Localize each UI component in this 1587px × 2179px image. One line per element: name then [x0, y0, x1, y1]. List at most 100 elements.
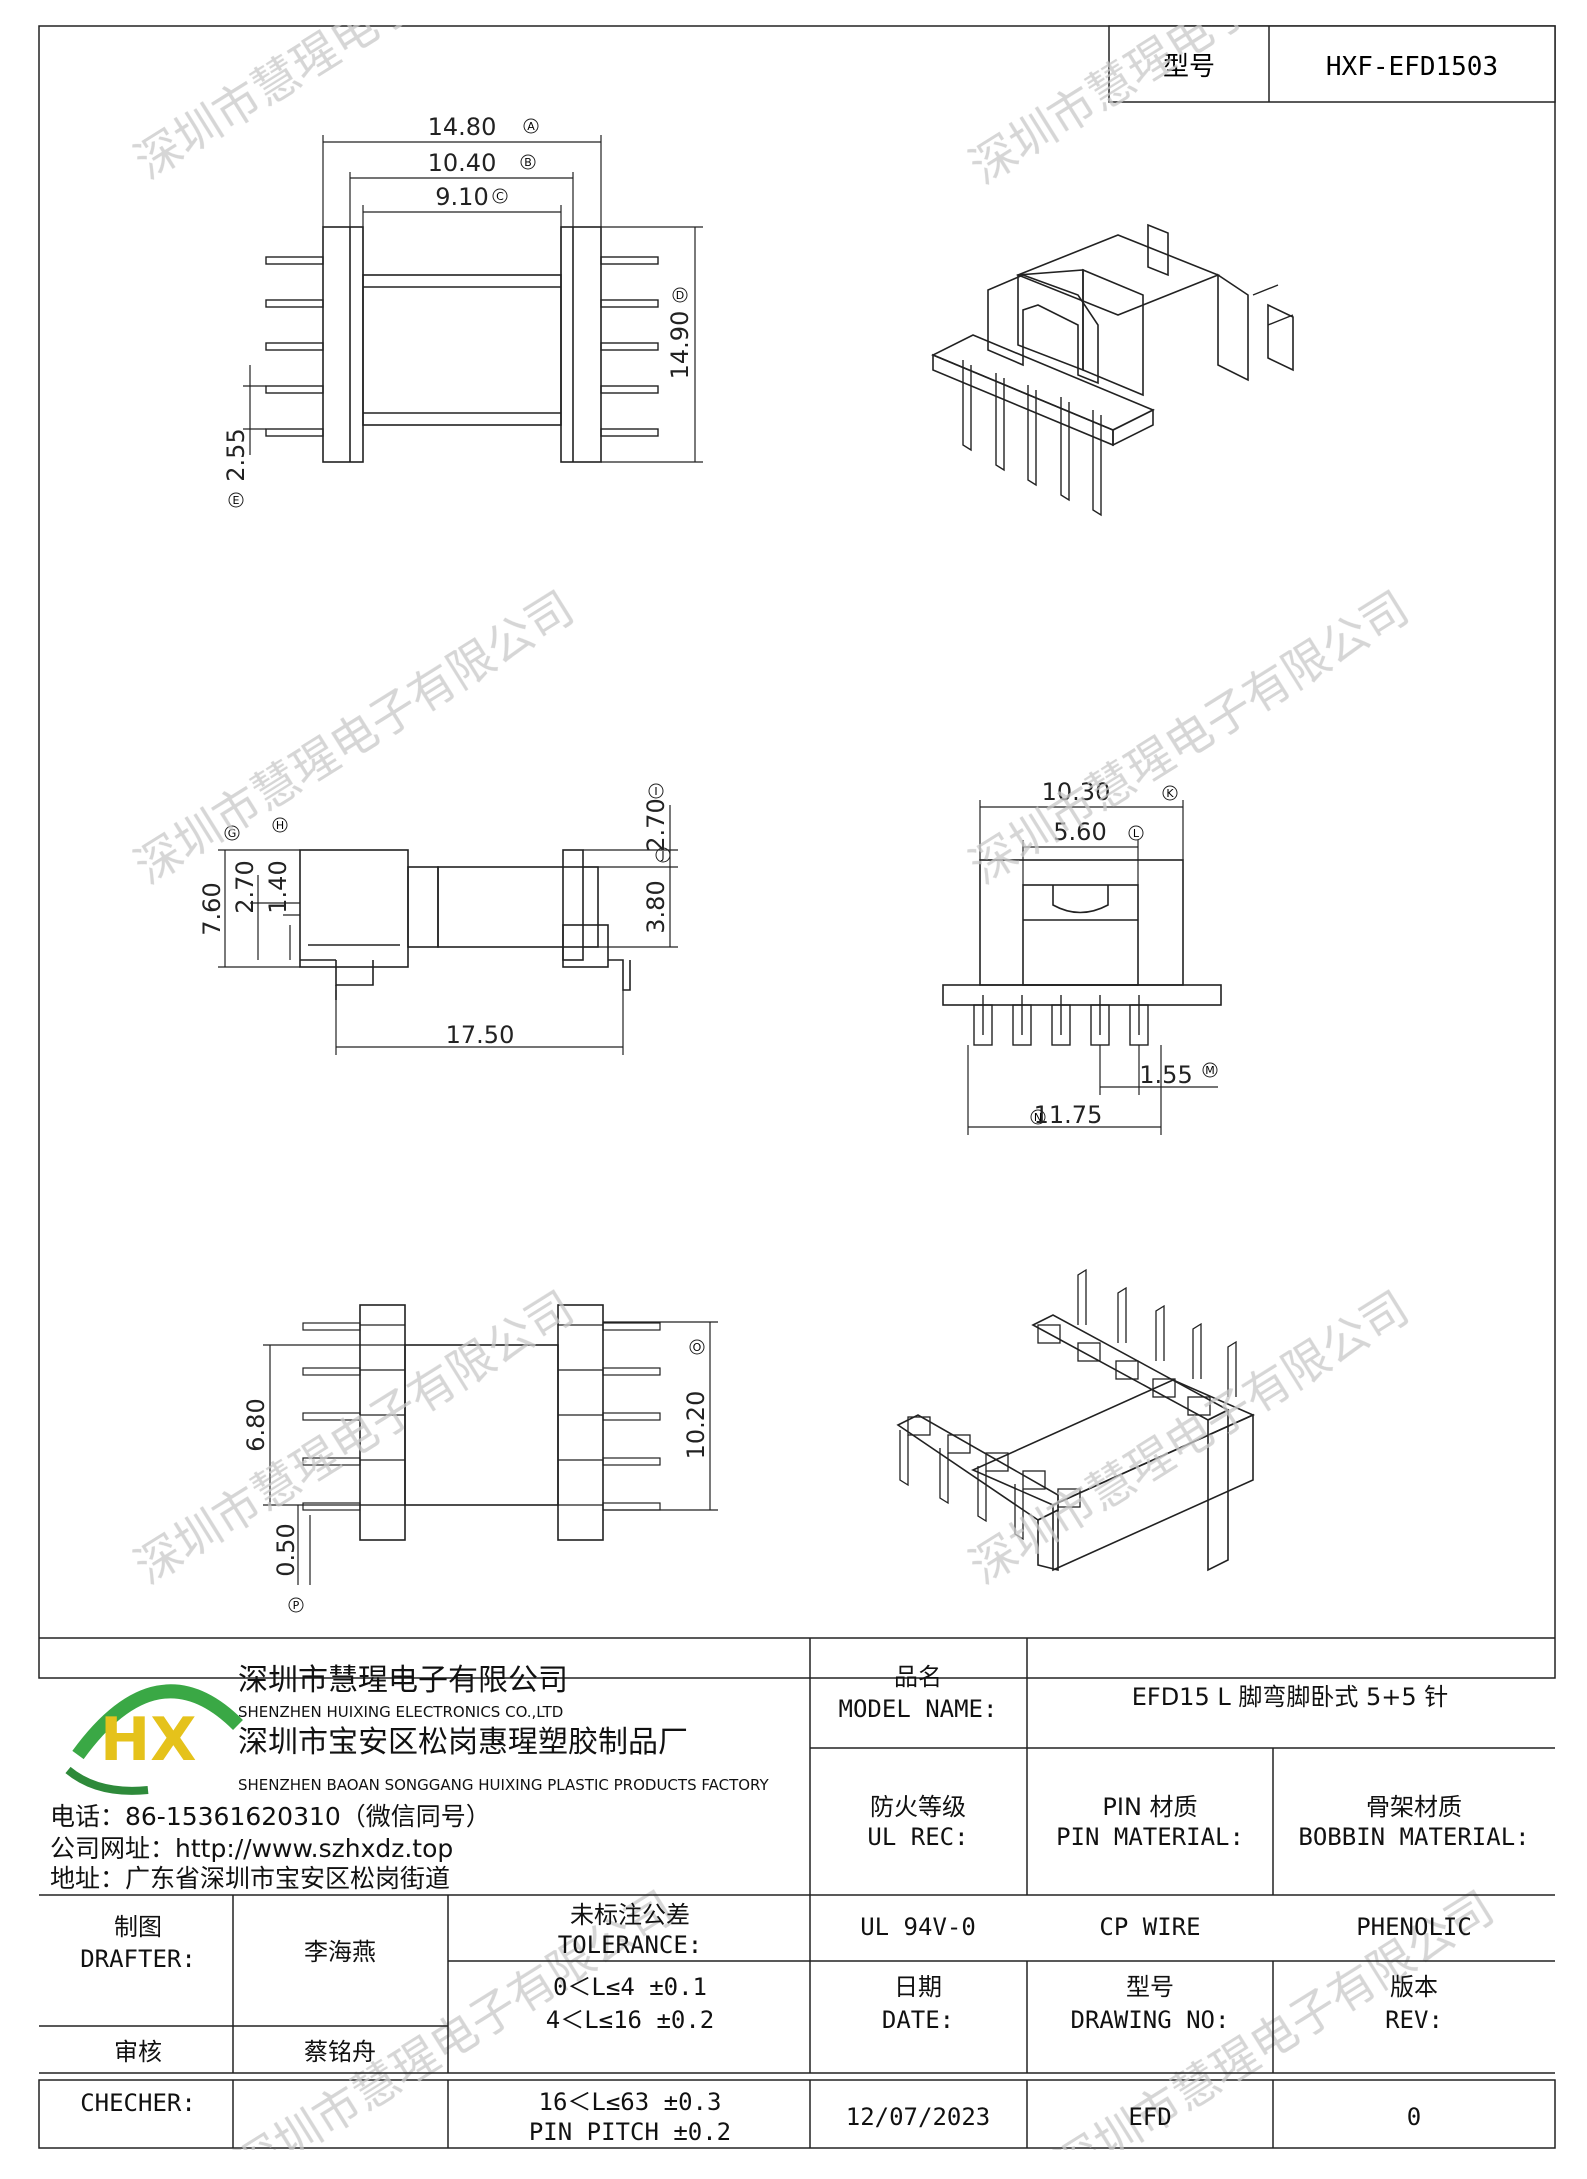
svg-text:L: L: [1133, 827, 1140, 840]
drafter-en: DRAFTER:: [80, 1945, 196, 1973]
company-phone: 电话：86-15361620310（微信同号）: [50, 1802, 491, 1831]
fire-rating-cn: 防火等级: [870, 1793, 966, 1821]
marker-p: P: [288, 1597, 304, 1613]
drawing-no-value: EFD: [1128, 2103, 1171, 2131]
pin-material-value: CP WIRE: [1099, 1913, 1200, 1941]
marker-i: I: [648, 783, 664, 799]
bobbin-material-cn: 骨架材质: [1366, 1793, 1462, 1821]
svg-text:H: H: [276, 819, 284, 832]
marker-o: O: [689, 1339, 705, 1355]
front-view-labels: 10.30 5.60 1.55 11.75: [1034, 778, 1193, 1129]
dim-56-label: 5.60: [1053, 818, 1106, 846]
company-info: 深圳市慧瑆电子有限公司 SHENZHEN HUIXING ELECTRONICS…: [50, 1663, 770, 1893]
watermark-text: 深圳市慧瑆电子有限公司: [125, 1280, 583, 1594]
drawing-no-en: DRAWING NO:: [1071, 2006, 1230, 2034]
dim-c-label: 9.10: [435, 183, 488, 211]
top-view-labels: 14.80 10.40 9.10 14.90 2.55: [222, 113, 694, 482]
date-en: DATE:: [882, 2006, 954, 2034]
factory-name-cn: 深圳市宝安区松岗惠瑆塑胶制品厂: [238, 1725, 688, 1760]
svg-text:J: J: [660, 849, 664, 862]
dim-68-label: 6.80: [242, 1398, 270, 1451]
date-value: 12/07/2023: [846, 2103, 991, 2131]
marker-c: C: [492, 188, 508, 204]
tolerance-en: TOLERANCE:: [558, 1931, 703, 1959]
dim-05-label: 0.50: [272, 1523, 300, 1576]
dim-1175-label: 11.75: [1034, 1101, 1103, 1129]
model-name-en: MODEL NAME:: [839, 1695, 998, 1723]
watermark-text: 深圳市慧瑆电子有限公司: [125, 580, 583, 894]
model-name-cn: 品名: [894, 1663, 942, 1691]
revision-cn: 版本: [1390, 1973, 1438, 2001]
bottom-view-markers: O P: [288, 1339, 705, 1613]
svg-text:M: M: [1205, 1064, 1215, 1077]
bobbin-material-value: PHENOLIC: [1356, 1913, 1472, 1941]
svg-text:C: C: [496, 190, 504, 203]
top-view: [243, 135, 703, 463]
header-model-box: 型号 HXF-EFD1503: [1108, 25, 1556, 103]
svg-text:K: K: [1166, 787, 1174, 800]
bobbin-material-en: BOBBIN MATERIAL:: [1298, 1823, 1529, 1851]
iso-view-bottom: [896, 1268, 1255, 1572]
pin-material-cn: PIN 材质: [1102, 1793, 1197, 1821]
dim-27a-label: 2.70: [231, 860, 259, 913]
tolerance-row-2: 4＜L≤16 ±0.2: [546, 2006, 715, 2034]
revision-value: 0: [1407, 2103, 1421, 2131]
bottom-view: [263, 1304, 718, 1585]
fire-rating-value: UL 94V-0: [860, 1913, 976, 1941]
front-view: [942, 800, 1222, 1135]
svg-text:O: O: [693, 1341, 702, 1354]
drawing-no-cn: 型号: [1126, 1973, 1174, 2001]
dim-102-label: 10.20: [682, 1391, 710, 1460]
logo-text: HX: [100, 1705, 196, 1775]
dim-d-label: 14.90: [666, 311, 694, 380]
title-block: [39, 1637, 1555, 2148]
watermark-text: 深圳市慧瑆电子有限公司: [125, 25, 583, 189]
marker-e: E: [228, 492, 244, 508]
watermark-text: 深圳市慧瑆电子有限公司: [960, 1280, 1418, 1594]
dim-b-label: 10.40: [428, 149, 497, 177]
front-view-markers: K L M N: [1030, 785, 1218, 1125]
company-logo: HX: [65, 1684, 243, 1795]
drafter-value: 李海燕: [304, 1938, 376, 1966]
marker-k: K: [1162, 785, 1178, 801]
drawing-sheet: 型号 HXF-EFD1503: [38, 0, 1556, 2179]
marker-j: J: [655, 847, 671, 863]
svg-text:E: E: [233, 494, 240, 507]
header-model-value: HXF-EFD1503: [1326, 52, 1498, 82]
revision-en: REV:: [1385, 2006, 1443, 2034]
marker-d: D: [672, 287, 688, 303]
iso-view-top: [931, 223, 1294, 517]
side-view-labels: 7.60 2.70 1.40 2.70 3.80 17.50: [198, 798, 670, 1049]
checker-en: CHECHER:: [80, 2089, 196, 2117]
svg-text:A: A: [527, 120, 535, 133]
dim-103-label: 10.30: [1042, 778, 1111, 806]
dim-14-label: 1.40: [264, 860, 292, 913]
tolerance-row-4: PIN PITCH ±0.2: [529, 2118, 731, 2146]
svg-text:P: P: [293, 1599, 300, 1612]
fire-rating-en: UL REC:: [867, 1823, 968, 1851]
dim-38-label: 3.80: [642, 880, 670, 933]
dim-155-label: 1.55: [1139, 1061, 1192, 1089]
dim-76-label: 7.60: [198, 882, 226, 935]
top-view-markers: A B C D E: [228, 118, 688, 508]
frame-top: [38, 25, 1556, 1679]
checker-cn: 审核: [114, 2038, 162, 2066]
company-name-en: SHENZHEN HUIXING ELECTRONICS CO.,LTD: [238, 1703, 563, 1721]
svg-text:G: G: [228, 827, 237, 840]
dim-175-label: 17.50: [446, 1021, 515, 1049]
marker-l: L: [1128, 825, 1144, 841]
svg-text:I: I: [654, 785, 657, 798]
side-view: [218, 805, 678, 1055]
company-address: 地址：广东省深圳市宝安区松岗街道: [50, 1864, 450, 1893]
marker-b: B: [520, 154, 536, 170]
marker-h: H: [272, 817, 288, 833]
drafter-cn: 制图: [114, 1913, 162, 1941]
bottom-view-labels: 6.80 10.20 0.50: [242, 1391, 710, 1577]
dim-27b-label: 2.70: [642, 798, 670, 851]
marker-a: A: [523, 118, 539, 134]
watermark-text: 深圳市慧瑆电子有限公司: [960, 580, 1418, 894]
tolerance-row-1: 0＜L≤4 ±0.1: [553, 1973, 707, 2001]
model-name-value: EFD15 L 脚弯脚卧式 5+5 针: [1132, 1683, 1449, 1711]
frame-bottom: [38, 2079, 1556, 2149]
tolerance-row-3: 16＜L≤63 ±0.3: [539, 2088, 722, 2116]
